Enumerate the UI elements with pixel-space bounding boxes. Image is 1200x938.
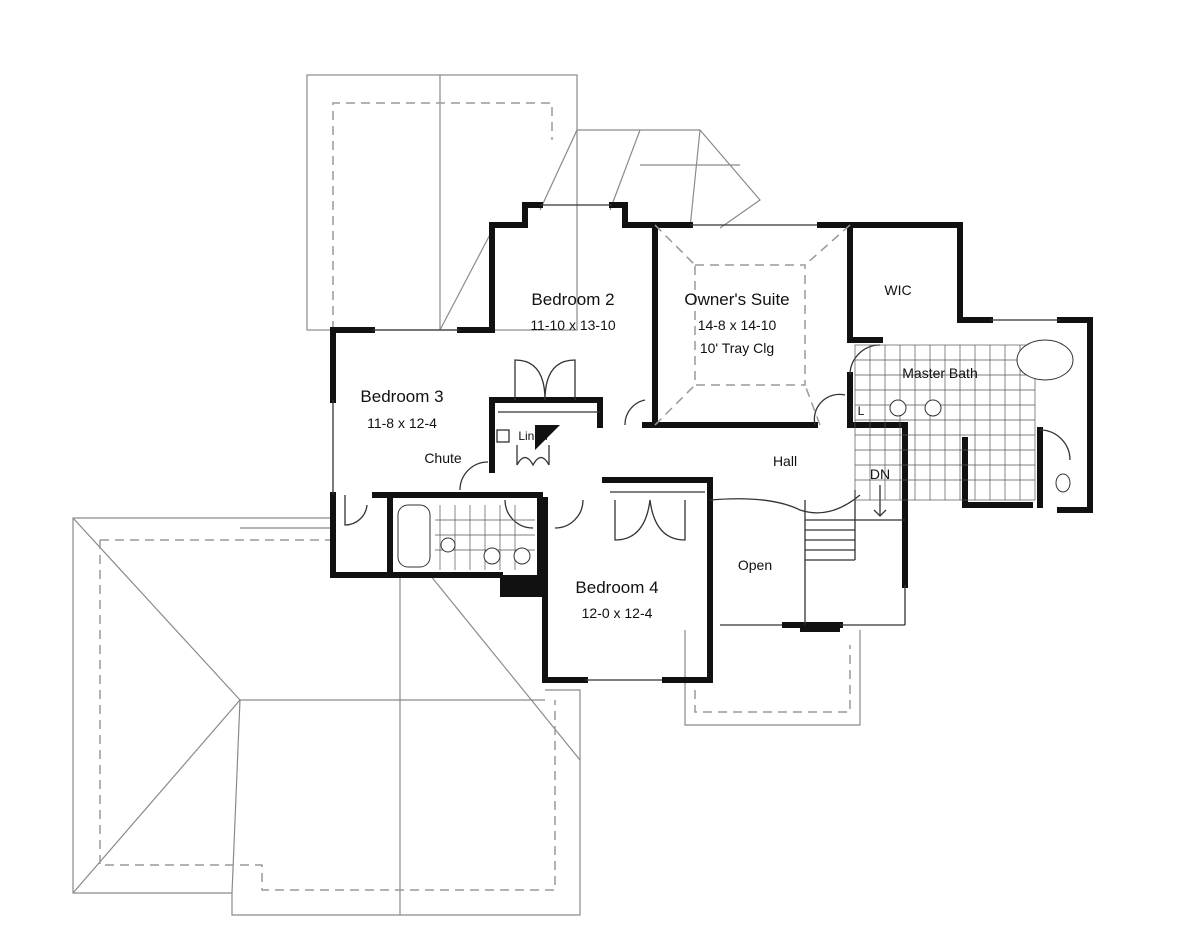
linen-corner — [535, 425, 560, 450]
room-master-bath: Master Bath — [902, 365, 977, 381]
chute-label: Chute — [424, 450, 462, 466]
room-hall: Hall — [773, 453, 797, 469]
room-name: Bedroom 3 — [360, 387, 443, 406]
tray-ceiling — [654, 224, 851, 426]
linen-label: Linen — [518, 429, 547, 443]
walls — [330, 202, 1093, 683]
room-name: Owner's Suite — [684, 290, 789, 309]
column — [800, 622, 840, 632]
door-swings — [344, 344, 1071, 541]
room-open: Open — [738, 557, 772, 573]
room-size: 11-10 x 13-10 — [530, 317, 616, 333]
room-bedroom-4: Bedroom 4 12-0 x 12-4 — [575, 578, 658, 621]
hall-bath — [397, 504, 535, 570]
stairs-down-label: DN — [870, 466, 890, 482]
chimney — [500, 575, 545, 597]
room-size: 14-8 x 14-10 — [698, 317, 777, 333]
room-bedroom-3: Bedroom 3 11-8 x 12-4 — [360, 387, 443, 431]
bay-roof — [539, 129, 761, 229]
room-note: 10' Tray Clg — [700, 340, 774, 356]
linen-cabinet-label: L — [858, 404, 865, 418]
room-name: Bedroom 2 — [531, 290, 614, 309]
master-bath-tile — [854, 339, 1074, 501]
room-size: 12-0 x 12-4 — [582, 605, 653, 621]
room-bedroom-2: Bedroom 2 11-10 x 13-10 — [530, 290, 616, 333]
room-name: Bedroom 4 — [575, 578, 658, 597]
room-wic: WIC — [884, 282, 911, 298]
room-owners-suite: Owner's Suite 14-8 x 14-10 10' Tray Clg — [684, 290, 789, 356]
lower-roof — [72, 517, 581, 916]
staircase[interactable] — [804, 485, 905, 625]
room-size: 11-8 x 12-4 — [367, 415, 437, 431]
